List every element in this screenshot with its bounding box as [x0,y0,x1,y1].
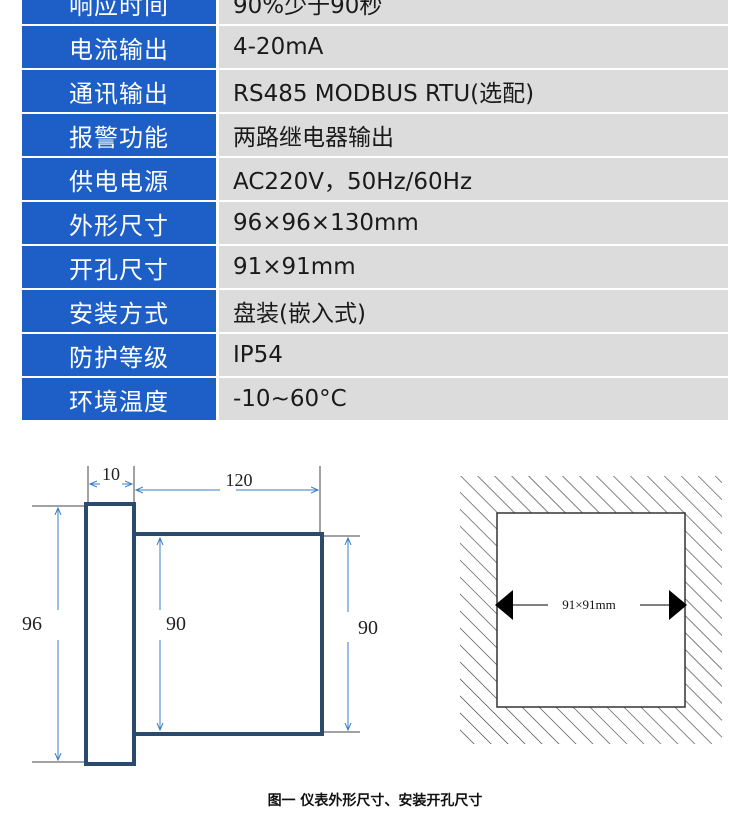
dim-label-96: 96 [22,613,42,635]
spec-label: 报警功能 [22,114,216,156]
spec-value: 两路继电器输出 [219,114,728,156]
spec-value: AC220V，50Hz/60Hz [219,158,728,200]
spec-row-response-time: 响应时间 90%少于90秒 [22,0,728,24]
spec-value: 91×91mm [219,246,728,288]
front-panel-outline [84,502,136,766]
panel-cutout-view: 91×91mm [460,476,722,744]
cutout-arrow-right [669,590,687,620]
dimension-drawing: 10 120 96 90 90 91×91mm [22,464,722,766]
spec-row-dimensions: 外形尺寸 96×96×130mm [22,202,728,244]
spec-value: IP54 [219,334,728,376]
spec-row-power: 供电电源 AC220V，50Hz/60Hz [22,158,728,200]
spec-label: 通讯输出 [22,70,216,112]
spec-row-alarm: 报警功能 两路继电器输出 [22,114,728,156]
spec-row-protection: 防护等级 IP54 [22,334,728,376]
spec-row-temperature: 环境温度 -10~60°C [22,378,728,420]
spec-value: 盘装(嵌入式) [219,290,728,332]
spec-row-cutout: 开孔尺寸 91×91mm [22,246,728,288]
dim-label-90-inner: 90 [166,613,186,635]
meter-side-view: 10 120 96 90 90 [22,464,378,766]
spec-value: 96×96×130mm [219,202,728,244]
spec-label: 环境温度 [22,378,216,420]
spec-value: RS485 MODBUS RTU(选配) [219,70,728,112]
dim-label-120: 120 [226,470,253,490]
dim-label-90-outer: 90 [358,617,378,639]
spec-value: 90%少于90秒 [219,0,728,24]
spec-value: -10~60°C [219,378,728,420]
spec-label: 电流输出 [22,26,216,68]
spec-value: 4-20mA [219,26,728,68]
spec-label: 响应时间 [22,0,216,24]
spec-row-comm-output: 通讯输出 RS485 MODBUS RTU(选配) [22,70,728,112]
spec-label: 防护等级 [22,334,216,376]
dim-label-10: 10 [102,464,120,484]
figure-caption: 图一 仪表外形尺寸、安装开孔尺寸 [267,793,483,809]
spec-label: 安装方式 [22,290,216,332]
cutout-hole [496,512,686,708]
spec-row-current-output: 电流输出 4-20mA [22,26,728,68]
spec-label: 开孔尺寸 [22,246,216,288]
spec-row-mounting: 安装方式 盘装(嵌入式) [22,290,728,332]
body-outline [132,532,324,736]
cutout-arrow-left [495,590,513,620]
cutout-label: 91×91mm [562,597,616,612]
spec-label: 供电电源 [22,158,216,200]
spec-table: 响应时间 90%少于90秒 电流输出 4-20mA 通讯输出 RS485 MOD… [22,0,728,422]
spec-label: 外形尺寸 [22,202,216,244]
